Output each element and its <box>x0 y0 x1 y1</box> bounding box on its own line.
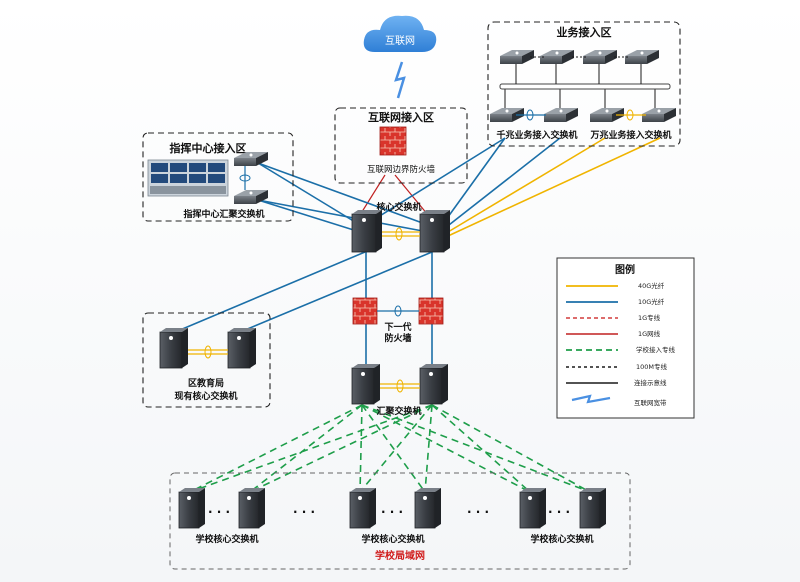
legend-item-1g-net: 1G网线 <box>566 329 661 338</box>
link-core-district-1 <box>179 251 366 331</box>
school-dots-5: · · · <box>548 505 570 519</box>
link-cmd-core-3 <box>257 162 429 226</box>
border-firewall-icon <box>379 126 407 156</box>
district-label-2: 现有核心交换机 <box>174 390 237 402</box>
school-dots-1: · · · <box>208 505 230 519</box>
school-dots-2: · · · <box>293 505 315 519</box>
legend-item-100m: 100M专线 <box>566 362 668 371</box>
aggregation-switch-right-icon <box>419 364 448 405</box>
svg-text:40G光纤: 40G光纤 <box>638 281 665 290</box>
district-switch-right-icon <box>227 328 256 369</box>
tengig-access-switch-icons <box>590 108 676 122</box>
link-fw-core-a <box>359 174 386 216</box>
link-fw-core-b <box>394 174 429 216</box>
link-cmd-core-1 <box>257 162 361 226</box>
svg-text:10G光纤: 10G光纤 <box>638 297 665 306</box>
school-switch-label-3: 学校核心交换机 <box>530 533 593 545</box>
link-core-biz-5 <box>447 137 661 237</box>
command-switch-label: 指挥中心汇聚交换机 <box>183 208 264 220</box>
ngfw-group: 下一代 防火墙 <box>352 297 444 344</box>
school-switch-label-1: 学校核心交换机 <box>195 533 258 545</box>
gigabit-switch-label: 千兆业务接入交换机 <box>496 129 577 141</box>
svg-text:1G专线: 1G专线 <box>638 313 661 322</box>
zone-internet-access: 互联网接入区 互联网边界防火墙 <box>334 107 468 184</box>
school-access-links <box>189 404 591 493</box>
tengig-switch-label: 万兆业务接入交换机 <box>589 129 671 141</box>
legend-item-school: 学校接入专线 <box>566 345 676 354</box>
svg-text:1G网线: 1G网线 <box>638 329 661 338</box>
legend-item-40g: 40G光纤 <box>566 281 665 290</box>
aggregation-switch-label: 汇聚交换机 <box>376 405 421 417</box>
legend-title: 图例 <box>615 263 635 276</box>
zone-business-access: 业务接入区 <box>487 21 681 147</box>
aggregation-switch-left-icon <box>351 364 380 405</box>
link-core-biz-1 <box>369 137 506 223</box>
zone-business-access-title: 业务接入区 <box>557 25 612 39</box>
zone-district-bureau: 区教育局 现有核心交换机 <box>142 312 271 408</box>
link-core-biz-2 <box>439 137 506 229</box>
zone-command-center-title: 指挥中心接入区 <box>170 141 247 155</box>
legend: 图例 40G光纤 10G光纤 1G专线 1G网线 学校接入专线 100M专线 连… <box>556 257 695 419</box>
school-switch-label-2: 学校核心交换机 <box>361 533 424 545</box>
core-switches: 核心交换机 <box>351 201 450 253</box>
core-switch-label: 核心交换机 <box>376 201 421 213</box>
zone-command-center: 指挥中心接入区 指挥中心汇聚交换机 <box>142 132 294 222</box>
core-switch-right-icon <box>419 210 450 253</box>
cloud-label: 互联网 <box>385 35 415 47</box>
core-switch-left-icon <box>351 210 382 253</box>
ngfw-right-icon <box>418 297 444 325</box>
business-bus-bar <box>499 83 671 90</box>
ngfw-label-1: 下一代 <box>384 321 411 333</box>
legend-item-schematic: 连接示意线 <box>566 378 667 387</box>
aggregation-switches: 汇聚交换机 <box>351 364 448 417</box>
legend-item-10g: 10G光纤 <box>566 297 665 306</box>
legend-item-broadband: 互联网宽带 <box>571 394 667 407</box>
ngfw-label-2: 防火墙 <box>384 332 411 344</box>
svg-text:100M专线: 100M专线 <box>636 362 668 371</box>
command-switch-icons <box>234 152 268 204</box>
school-core-switch-icons <box>178 488 606 529</box>
svg-text:连接示意线: 连接示意线 <box>634 378 667 387</box>
access-switch-icon-row-top <box>500 50 659 74</box>
border-firewall-label: 互联网边界防火墙 <box>367 164 436 175</box>
gigabit-access-switch-icons <box>490 108 578 122</box>
link-core-biz-4 <box>447 137 606 233</box>
school-dots-4: · · · <box>467 505 489 519</box>
school-lan-title: 学校局域网 <box>375 549 425 562</box>
link-cmd-core-2 <box>257 199 361 233</box>
internet-bandwidth-bolt <box>394 61 406 99</box>
zone-internet-access-title: 互联网接入区 <box>368 110 434 124</box>
district-label-1: 区教育局 <box>188 377 224 389</box>
links <box>179 61 661 493</box>
svg-text:学校接入专线: 学校接入专线 <box>636 345 676 354</box>
link-core-district-2 <box>244 251 433 331</box>
school-dots-3: · · · <box>381 505 403 519</box>
zone-school-lan: · · · · · · · · · · · · · · · 学校核心交换机 学校… <box>169 472 631 570</box>
link-core-biz-3 <box>439 137 561 233</box>
cloud-icon: 互联网 <box>363 15 437 52</box>
svg-text:互联网宽带: 互联网宽带 <box>634 398 667 407</box>
legend-item-1g-dedicated: 1G专线 <box>566 313 661 322</box>
lightning-bolt-icon <box>571 394 611 404</box>
ngfw-left-icon <box>352 297 378 325</box>
video-wall-icon <box>147 159 229 197</box>
district-switch-left-icon <box>159 328 188 369</box>
link-cmd-core-4 <box>257 199 429 233</box>
